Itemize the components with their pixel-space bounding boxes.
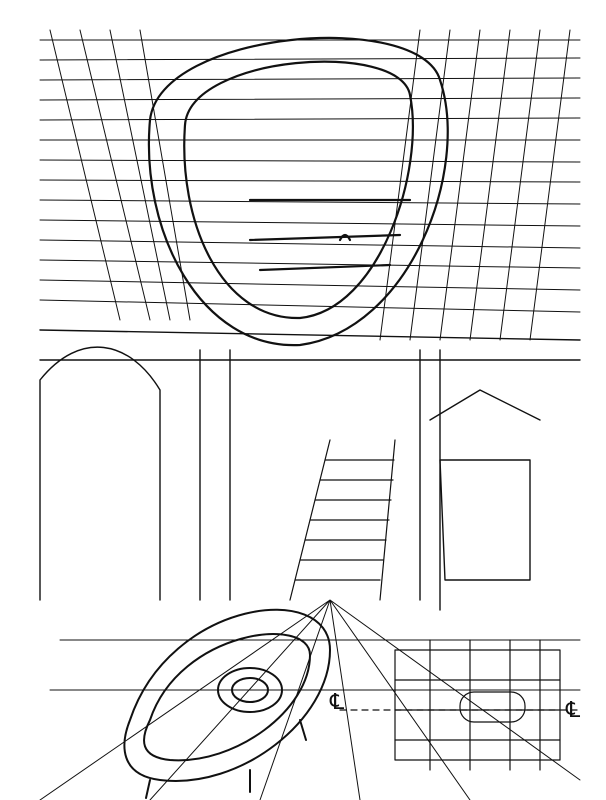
ceiling-hatching [39,29,581,341]
plan-inset [339,639,581,771]
staircase [289,439,396,601]
centerline-mark-right: ℄ [566,698,581,723]
centerline-mark-left: ℄ [330,690,345,715]
floor-lines [39,599,581,800]
oval-ceiling-opening [147,36,449,347]
clawfoot-bathtub [123,608,331,799]
walls-and-columns [39,329,581,611]
